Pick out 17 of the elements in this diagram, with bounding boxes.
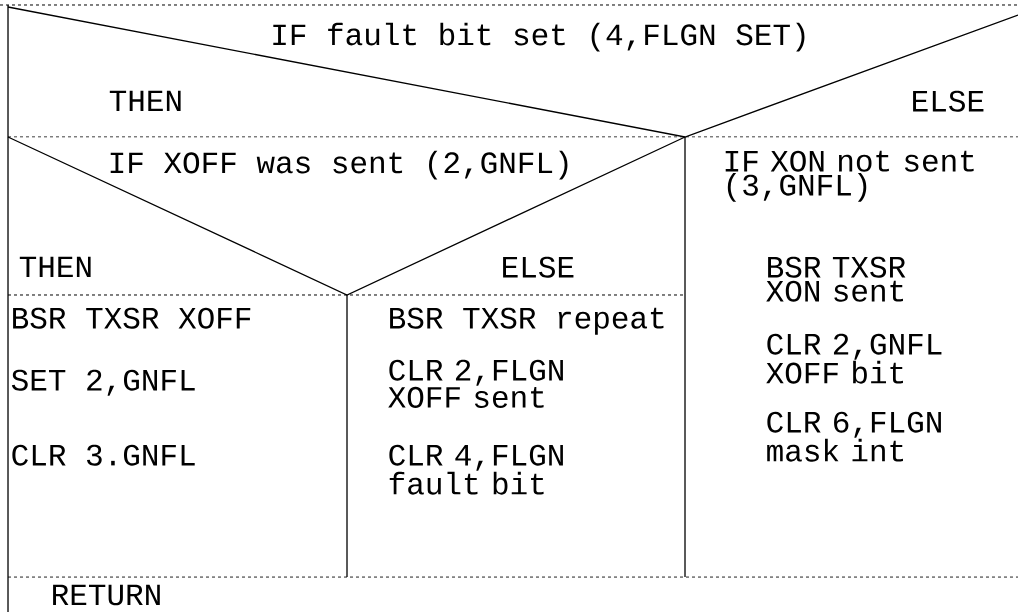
statement-text: CLR 6,FLGN mask int: [767, 411, 941, 462]
statement-text: BSR TXSR XOFF: [13, 307, 251, 329]
statement-text: CLR 2,FLGN XOFF sent: [388, 359, 563, 408]
statement-text: BSR TXSR repeat: [390, 307, 664, 335]
condition-text: IF XOFF was sent (2,GNFL): [110, 150, 568, 180]
statement-text: BSR TXSR XON sent: [766, 256, 906, 302]
statement-text: IF XON not sent (3,GNFL): [725, 150, 974, 202]
branch-label: THEN: [19, 256, 91, 278]
statement-text: CLR 4,FLGN fault bit: [389, 444, 563, 495]
statement-text: CLR 2,GNFL XOFF bit: [766, 333, 942, 384]
condition-text: IF fault bit set (4,FLGN SET): [273, 22, 805, 52]
statement-text: RETURN: [53, 584, 160, 606]
branch-label: ELSE: [503, 256, 574, 278]
statement-text: CLR 3.GNFL: [12, 444, 195, 466]
statement-text: SET 2,GNFL: [11, 369, 195, 396]
branch-label: THEN: [109, 90, 181, 112]
branch-label: ELSE: [913, 90, 984, 112]
